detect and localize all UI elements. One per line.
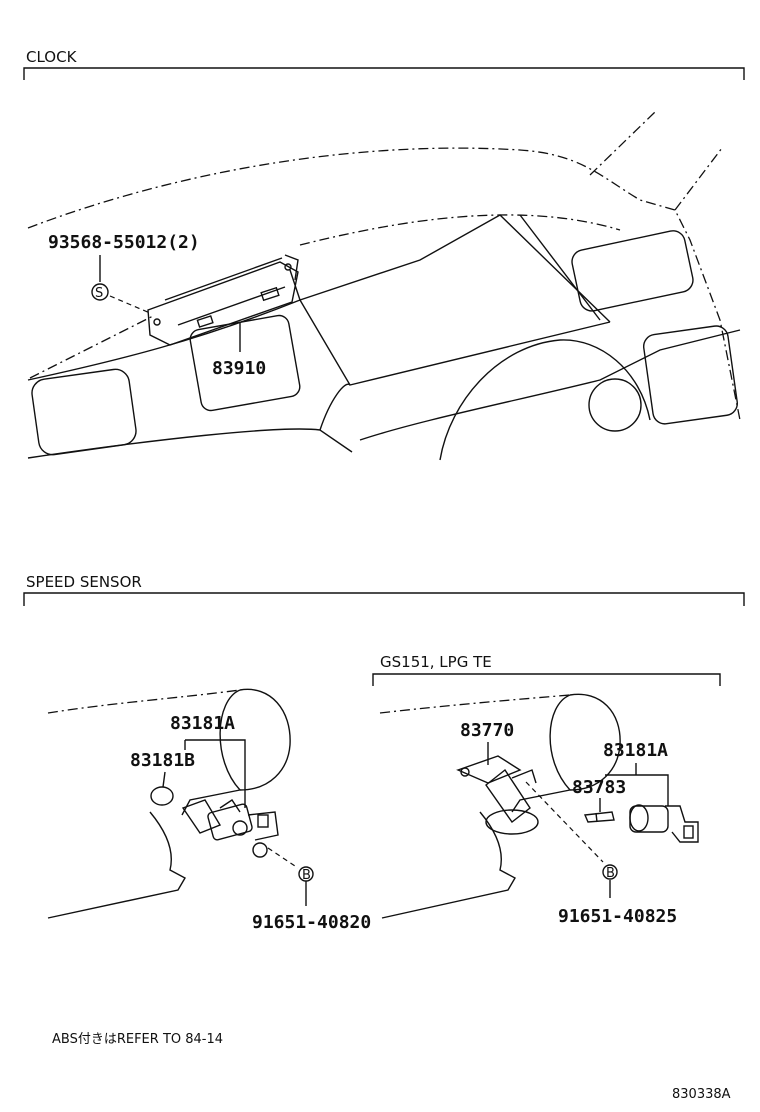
variant-bracket	[372, 673, 721, 686]
part-number-sensor-a-right: 83181A	[603, 740, 668, 761]
clock-display-window	[189, 314, 301, 412]
variant-label: GS151, LPG TE	[380, 653, 492, 671]
clock-section-bracket	[23, 67, 745, 80]
part-number-screw: 93568-55012(2)	[48, 232, 200, 253]
b-marker-right-label: B	[606, 866, 615, 881]
leader-bolt-left	[267, 847, 299, 869]
part-number-clock: 83910	[212, 358, 266, 379]
leader-bolt-right	[525, 781, 604, 863]
b-marker-right-icon	[602, 864, 618, 880]
leader-screw-to-clock	[109, 295, 151, 314]
driven-gear-assembly	[456, 755, 539, 835]
clock-unit	[147, 254, 299, 346]
speed-sensor-left	[150, 786, 279, 858]
pin-part	[583, 811, 615, 823]
diagram-id: 830338A	[672, 1087, 731, 1102]
clock-section-title: CLOCK	[26, 48, 78, 66]
abs-reference-note: ABS付きはREFER TO 84-14	[52, 1032, 223, 1047]
s-marker-icon	[91, 283, 109, 301]
bracket-sensor-a-right	[605, 774, 669, 806]
part-number-pin: 83783	[572, 777, 626, 798]
dashboard-outline	[27, 111, 741, 421]
leader-sensor-b-left	[162, 771, 166, 788]
speed-sensor-section-title: SPEED SENSOR	[26, 573, 142, 591]
speed-sensor-section-bracket	[23, 592, 745, 606]
s-marker-label: S	[95, 286, 103, 301]
instrument-panel	[27, 214, 741, 461]
part-number-sensor-a-left: 83181A	[170, 713, 235, 734]
transmission-housing-right	[379, 693, 621, 919]
part-number-bolt-right: 91651-40825	[558, 906, 677, 927]
bracket-sensor-a-left	[185, 739, 246, 808]
part-number-driven-gear: 83770	[460, 720, 514, 741]
part-number-bolt-left: 91651-40820	[252, 912, 371, 933]
b-marker-left-label: B	[302, 868, 311, 883]
speed-sensor-right	[629, 804, 699, 843]
transmission-housing-left	[47, 688, 291, 919]
part-number-sensor-b-left: 83181B	[130, 750, 195, 771]
